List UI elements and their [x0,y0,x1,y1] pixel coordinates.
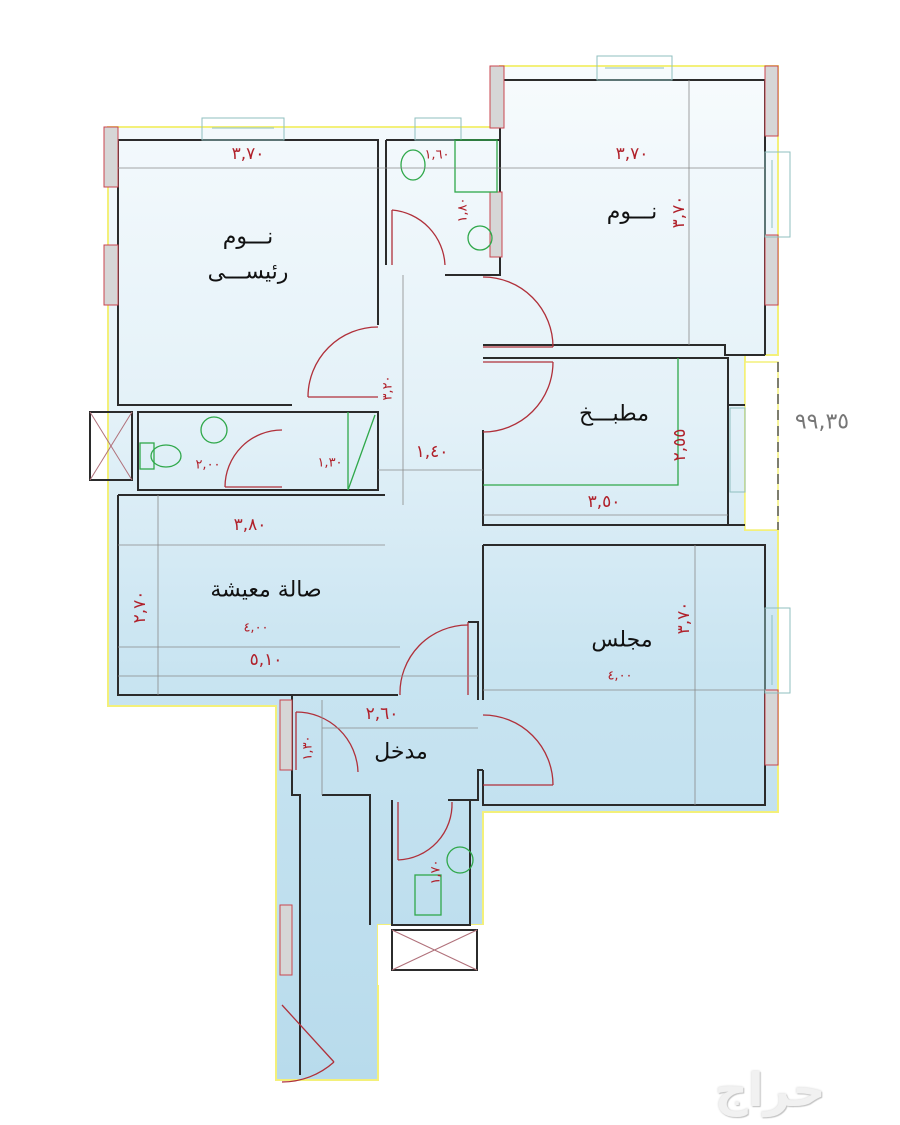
dim-bath-top-depth: ١,٨٠ [455,197,471,223]
dim-living-width-inner: ٤,٠٠ [243,620,269,636]
exterior-notch [744,361,779,531]
room-label-living-hall: صالة معيشة [210,577,322,603]
dim-bath-top-width: ١,٦٠ [424,147,450,163]
level-mark: ٩٩,٣٥ [794,409,850,435]
room-label-majlis: مجلس [591,627,653,653]
shafts [89,411,478,971]
dim-bedroom-depth: ٣,٧٠ [669,195,689,229]
dimension-lines [118,80,765,805]
dim-bath-bottom-depth: ١,٧٠ [428,859,444,885]
dim-corridor-length: ٣,٢٠ [380,375,396,401]
dim-entrance-depth: ١,٣٠ [300,735,316,761]
bathroom-fixtures [139,139,679,916]
dim-corridor-width: ١,٤٠ [415,442,449,462]
room-label-master-bedroom-line1: نـــوم [222,224,274,250]
dim-entrance-width: ٢,٦٠ [365,704,399,724]
room-label-entrance: مدخل [374,739,428,765]
dim-store-width: ١,٣٠ [317,455,343,471]
dim-kitchen-depth: ٢,٥٥ [670,428,690,462]
dim-living-width-total: ٥,١٠ [249,650,283,670]
room-label-bedroom: نـــوم [606,199,658,225]
dim-majlis-depth: ٣,٧٠ [674,601,694,635]
dim-majlis-width: ٤,٠٠ [607,668,633,684]
columns [103,65,779,976]
doors [224,209,554,1083]
floor-footprint [107,65,779,1081]
dim-master-bedroom-width: ٣,٧٠ [231,144,265,164]
room-label-kitchen: مطبـــخ [578,401,650,427]
dim-kitchen-width: ٣,٥٠ [587,492,621,512]
dim-living-width-upper: ٣,٨٠ [233,515,267,535]
dim-bath-left-width: ٢,٠٠ [195,457,221,473]
dim-living-depth: ٢,٧٠ [130,590,150,624]
dim-bedroom-width: ٣,٧٠ [615,144,649,164]
watermark-logo: حراج [714,1063,826,1117]
windows [201,55,791,694]
room-label-master-bedroom-line2: رئيســـى [207,259,289,285]
